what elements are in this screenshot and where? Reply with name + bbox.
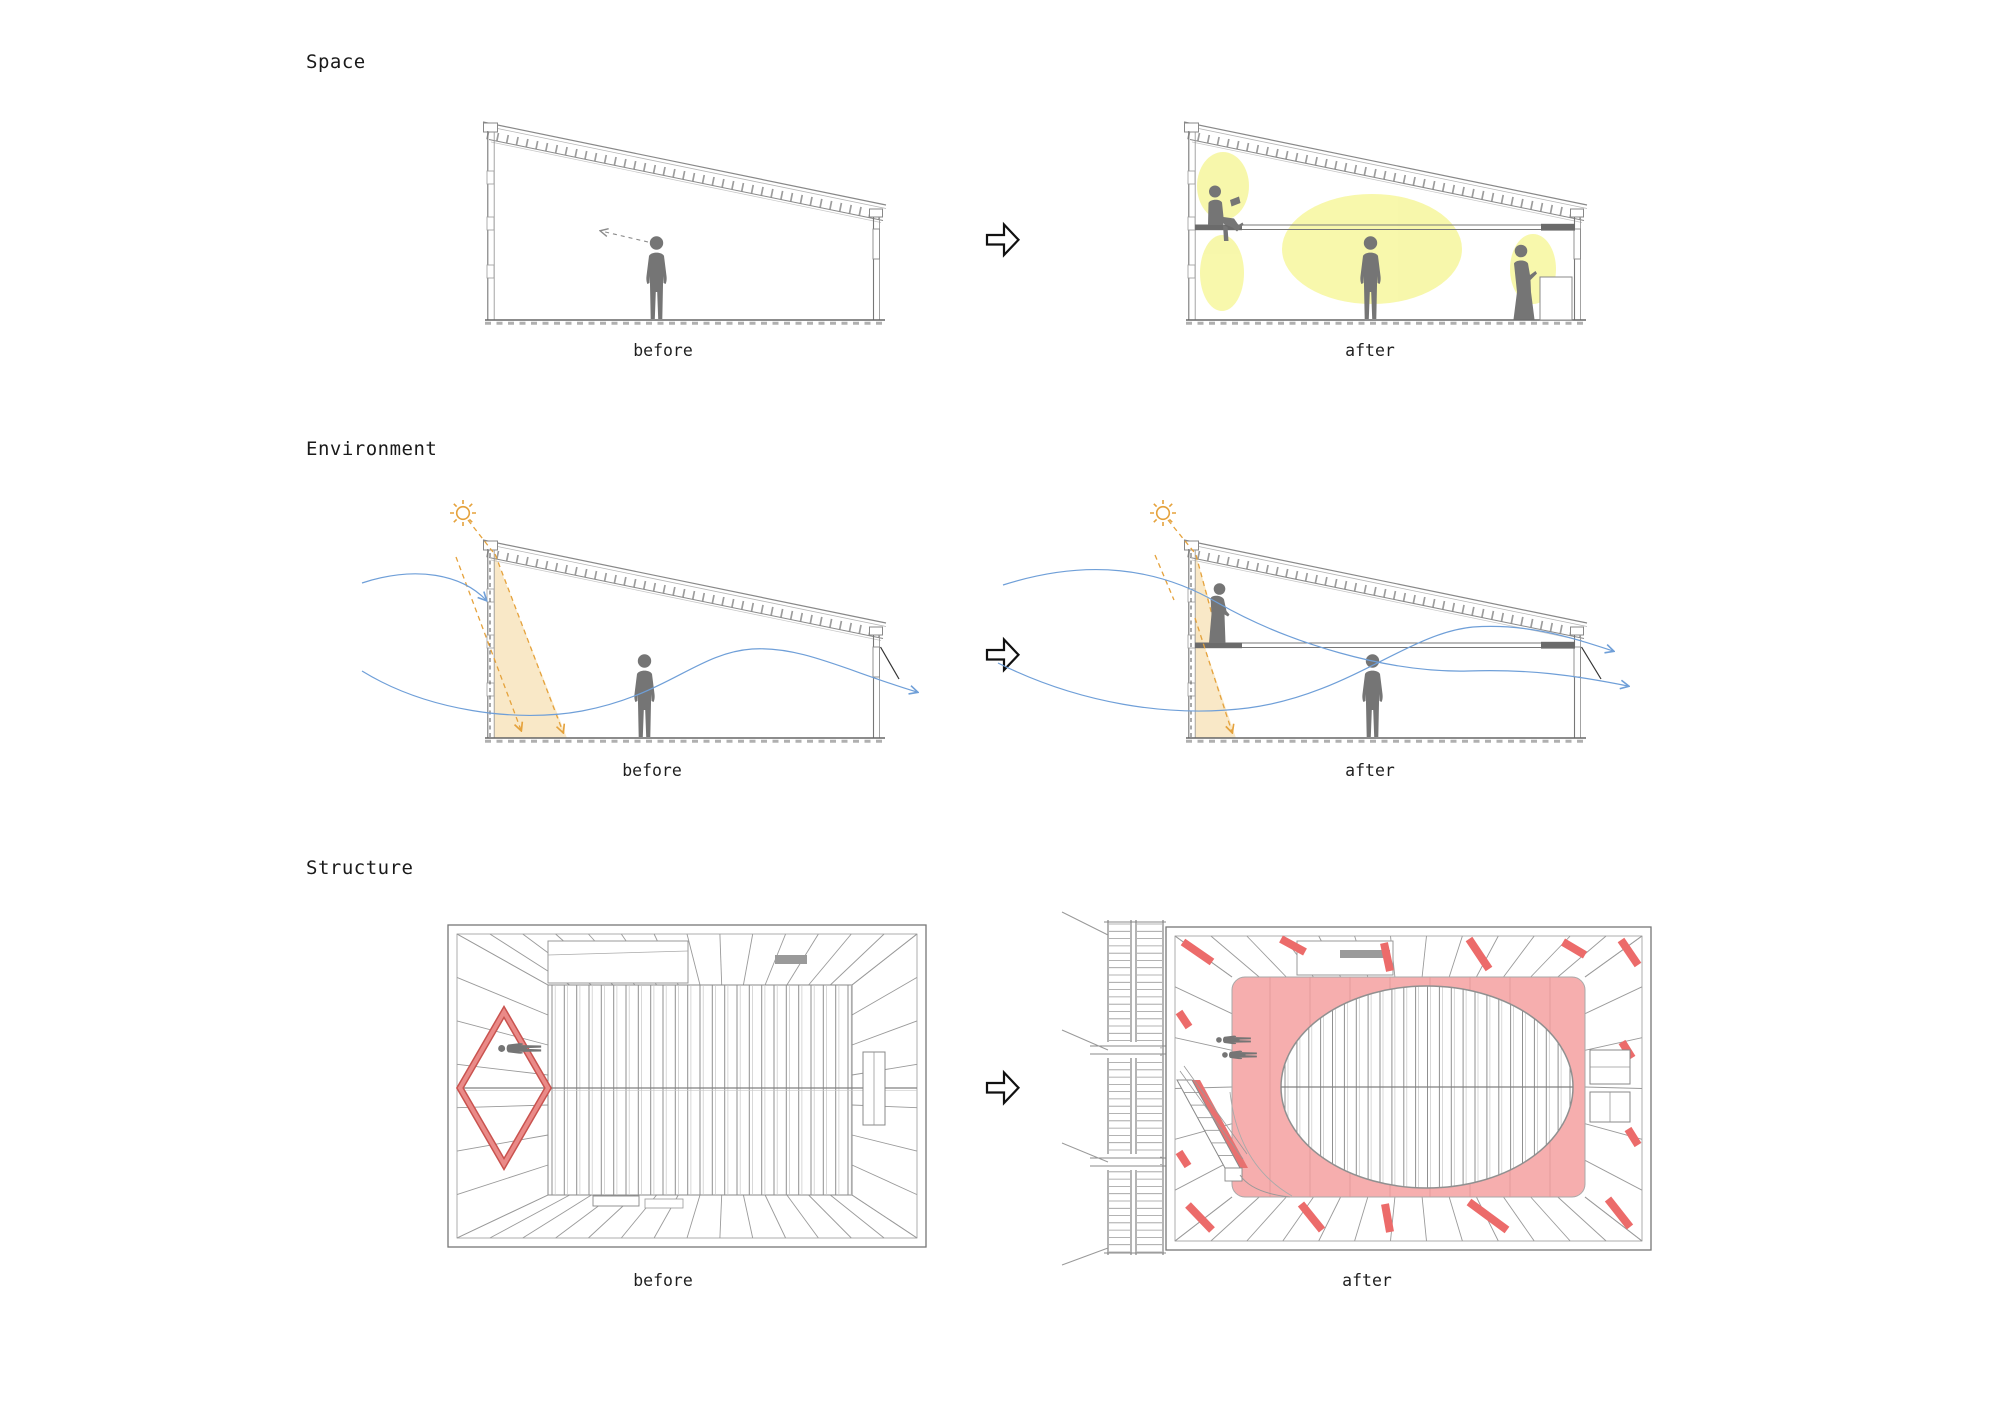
counter-desk xyxy=(1539,276,1573,321)
gaze-direction-arrow xyxy=(601,231,649,243)
wind-flow-lines xyxy=(997,569,1628,712)
structure-after-label: after xyxy=(1342,1271,1392,1290)
transform-arrow-icon xyxy=(985,223,1020,257)
person-silhouette xyxy=(634,654,655,737)
mezzanine-floor xyxy=(1194,641,1576,650)
environment-before-label: before xyxy=(622,761,682,780)
red-diamond-brace xyxy=(455,1005,553,1171)
red-structural-members xyxy=(1175,935,1642,1234)
person-on-mezzanine-silhouette xyxy=(1209,583,1230,643)
skylight xyxy=(547,940,807,984)
structure-before-plan xyxy=(447,924,927,1248)
floor-hatches xyxy=(592,1195,684,1209)
person-silhouette xyxy=(646,236,667,319)
annex-tower xyxy=(1061,911,1166,1266)
transform-arrow-icon xyxy=(985,1071,1020,1105)
structure-after-plan xyxy=(1061,911,1652,1266)
space-after-label: after xyxy=(1345,341,1395,360)
space-after-diagram xyxy=(1184,122,1587,323)
space-before-diagram xyxy=(483,122,886,323)
environment-after-label: after xyxy=(1345,761,1395,780)
space-before-label: before xyxy=(633,341,693,360)
side-window xyxy=(862,1051,886,1126)
environment-after-diagram xyxy=(997,499,1628,741)
side-windows xyxy=(1589,1049,1631,1123)
section-title-space: Space xyxy=(306,51,366,73)
vent-flap xyxy=(1580,646,1602,680)
person-silhouette xyxy=(1362,654,1383,737)
environment-before-diagram xyxy=(361,499,917,741)
sun-icon xyxy=(1149,499,1177,527)
section-title-environment: Environment xyxy=(306,438,438,460)
sun-icon xyxy=(449,499,477,527)
sun-ray-lines xyxy=(1154,519,1232,732)
wind-flow-lines xyxy=(361,573,917,717)
section-title-structure: Structure xyxy=(306,857,414,879)
structure-before-label: before xyxy=(633,1271,693,1290)
vent-flap xyxy=(879,646,900,680)
stair xyxy=(1176,1065,1293,1198)
skylight xyxy=(1296,940,1394,976)
